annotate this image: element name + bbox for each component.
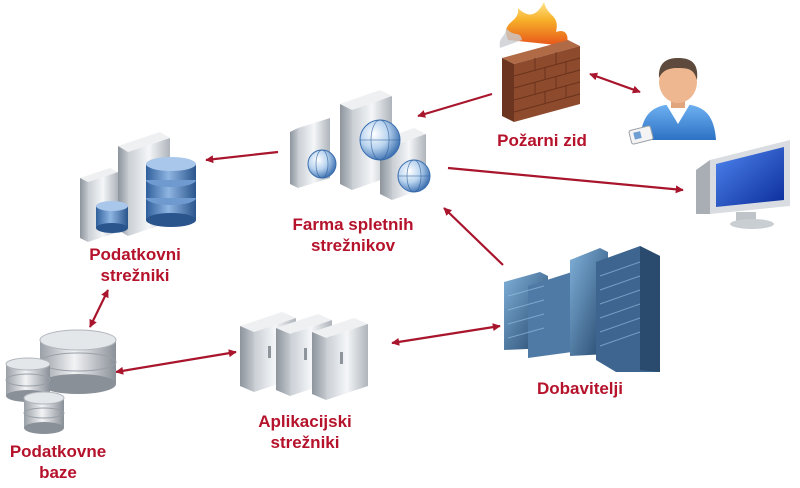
arrow-firewall-user	[589, 72, 641, 94]
connectors	[89, 72, 684, 375]
label-data-servers-line1: Podatkovni	[89, 245, 181, 264]
label-suppliers: Dobavitelji	[528, 378, 632, 399]
label-suppliers-text: Dobavitelji	[537, 379, 623, 398]
label-app-servers: Aplikacijski strežniki	[246, 411, 364, 453]
database-icon	[5, 329, 117, 434]
label-databases: Podatkovne baze	[0, 441, 116, 483]
monitor-icon	[696, 140, 790, 229]
user-icon	[628, 58, 716, 145]
label-firewall: Požarni zid	[486, 130, 598, 151]
application-server-icon	[240, 312, 368, 400]
web-server-icon	[290, 90, 431, 200]
arrow-webfarm-to-monitor	[447, 166, 684, 194]
label-databases-line1: Podatkovne	[9, 442, 107, 461]
label-web-farm: Farma spletnih strežnikov	[288, 214, 418, 256]
label-databases-line2: baze	[39, 463, 77, 482]
label-app-servers-line2: strežniki	[270, 433, 340, 452]
label-app-servers-line1: Aplikacijski	[258, 412, 352, 431]
arrow-dataservers-databases	[89, 289, 109, 328]
label-data-servers-line2: strežniki	[100, 266, 170, 285]
arrow-suppliers-to-webfarm	[443, 207, 504, 266]
firewall-icon	[499, 2, 581, 122]
label-web-farm-line2: strežnikov	[310, 236, 396, 255]
label-firewall-text: Požarni zid	[497, 131, 587, 150]
database-server-icon	[80, 132, 196, 242]
arrow-appservers-suppliers	[391, 323, 501, 346]
office-building-icon	[504, 246, 660, 372]
arrow-webfarm-to-dataservers	[205, 150, 279, 164]
label-data-servers: Podatkovni strežniki	[80, 244, 190, 286]
arrow-databases-appservers	[115, 349, 237, 375]
label-web-farm-line1: Farma spletnih	[292, 215, 414, 234]
arrow-firewall-to-webfarm	[417, 92, 493, 118]
